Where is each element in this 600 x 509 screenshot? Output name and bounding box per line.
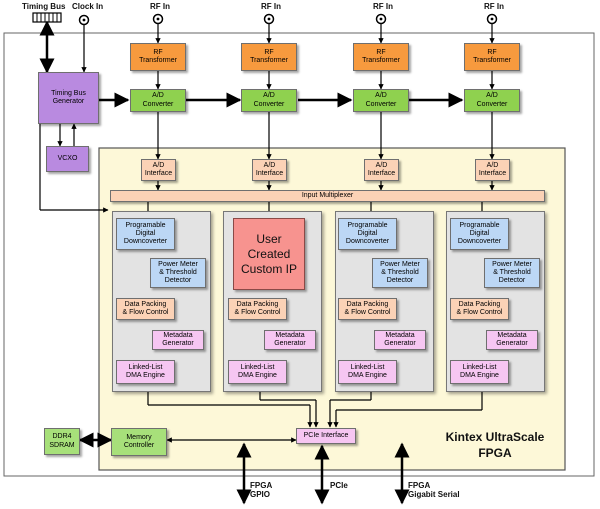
metadata-generator-2: Metadata Generator xyxy=(264,330,316,350)
user-custom-ip: User Created Custom IP xyxy=(233,218,305,290)
rf-in-label-2: RF In xyxy=(261,2,281,11)
timing-bus-label: Timing Bus xyxy=(22,2,66,11)
pcie-interface: PCIe Interface xyxy=(296,428,356,444)
dma-engine-3: Linked-List DMA Engine xyxy=(338,360,397,384)
ad-converter-3: A/D Converter xyxy=(353,89,409,112)
data-packing-3: Data Packing & Flow Control xyxy=(338,298,397,320)
dma-engine-2: Linked-List DMA Engine xyxy=(228,360,287,384)
rf-in-label-1: RF In xyxy=(150,2,170,11)
rf-transformer-2: RF Transformer xyxy=(241,43,297,71)
ad-interface-1: A/D Interface xyxy=(141,159,176,181)
power-meter-3: Power Meter & Threshold Detector xyxy=(372,258,428,288)
ad-converter-1: A/D Converter xyxy=(130,89,186,112)
pcie-label: PCIe xyxy=(330,481,348,490)
ad-interface-2: A/D Interface xyxy=(252,159,287,181)
rf-transformer-1: RF Transformer xyxy=(130,43,186,71)
fpga-label: Kintex UltraScale FPGA xyxy=(445,430,545,460)
fpga-gigabit-serial-label: FPGA Gigabit Serial xyxy=(408,481,460,500)
rf-in-label-4: RF In xyxy=(484,2,504,11)
clock-in-connector-icon xyxy=(78,14,90,26)
dma-engine-1: Linked-List DMA Engine xyxy=(116,360,175,384)
dma-engine-4: Linked-List DMA Engine xyxy=(450,360,509,384)
data-packing-2: Data Packing & Flow Control xyxy=(228,298,287,320)
timing-bus-connector xyxy=(32,12,62,23)
ddc-3: Programable Digital Downcoverter xyxy=(338,218,397,250)
ad-converter-4: A/D Converter xyxy=(464,89,520,112)
ddc-1: Programable Digital Downcoverter xyxy=(116,218,175,250)
power-meter-4: Power Meter & Threshold Detector xyxy=(484,258,540,288)
timing-bus-generator: Timing Bus Generator xyxy=(38,72,99,124)
ad-interface-4: A/D Interface xyxy=(475,159,510,181)
fpga-gpio-label: FPGA GPIO xyxy=(250,481,273,500)
vcxo-block: VCXO xyxy=(46,146,89,172)
rf-in-label-3: RF In xyxy=(373,2,393,11)
ad-converter-2: A/D Converter xyxy=(241,89,297,112)
metadata-generator-1: Metadata Generator xyxy=(152,330,204,350)
metadata-generator-4: Metadata Generator xyxy=(486,330,538,350)
ddr4-sdram: DDR4 SDRAM xyxy=(44,428,80,455)
rf-transformer-3: RF Transformer xyxy=(353,43,409,71)
ad-interface-3: A/D Interface xyxy=(364,159,399,181)
data-packing-4: Data Packing & Flow Control xyxy=(450,298,509,320)
rf-transformer-4: RF Transformer xyxy=(464,43,520,71)
memory-controller: Memory Controller xyxy=(111,428,167,456)
metadata-generator-3: Metadata Generator xyxy=(374,330,426,350)
power-meter-1: Power Meter & Threshold Detector xyxy=(150,258,206,288)
rf-in-connector-icon xyxy=(152,13,498,25)
clock-in-label: Clock In xyxy=(72,2,104,11)
input-multiplexer: Input Multiplexer xyxy=(110,190,545,202)
data-packing-1: Data Packing & Flow Control xyxy=(116,298,175,320)
ddc-4: Programable Digital Downcoverter xyxy=(450,218,509,250)
